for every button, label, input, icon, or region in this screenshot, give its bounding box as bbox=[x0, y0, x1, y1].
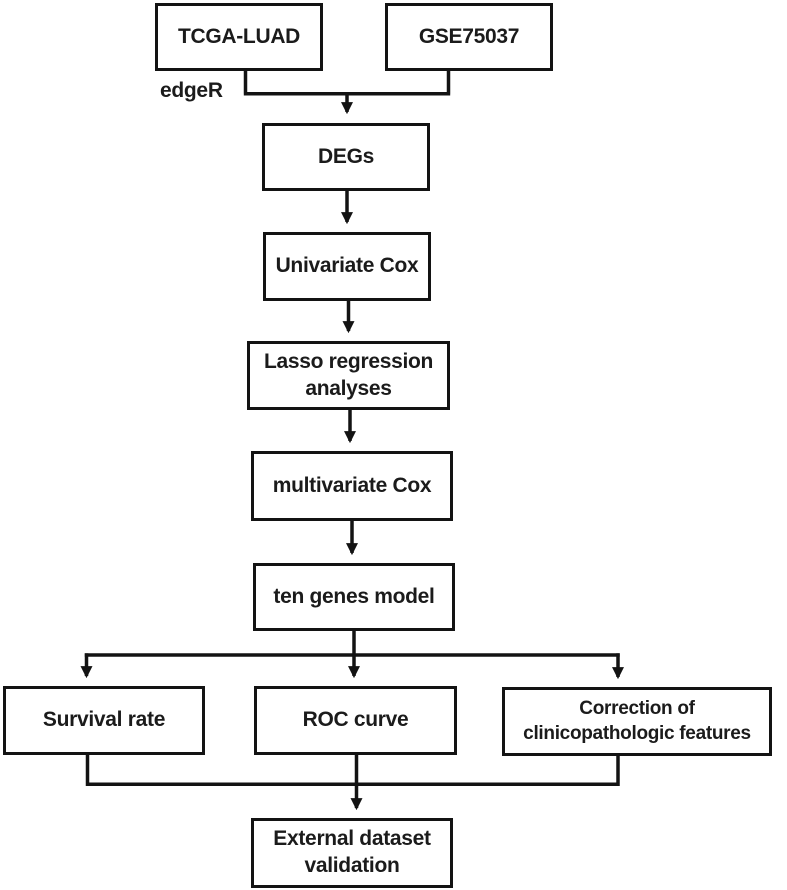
node-correction-clinicopathologic: Correction of clinicopathologic features bbox=[502, 687, 772, 756]
node-survival-rate: Survival rate bbox=[3, 686, 205, 755]
node-univariate-cox: Univariate Cox bbox=[263, 232, 431, 301]
node-tcga-luad: TCGA-LUAD bbox=[155, 3, 323, 71]
node-roc-curve: ROC curve bbox=[254, 686, 457, 755]
edge-collector bbox=[85, 755, 620, 786]
node-gse75037: GSE75037 bbox=[385, 3, 553, 71]
node-degs: DEGs bbox=[262, 123, 430, 191]
node-lasso-regression: Lasso regression analyses bbox=[247, 341, 450, 410]
edge-merge-top bbox=[243, 69, 451, 96]
node-multivariate-cox: multivariate Cox bbox=[251, 451, 453, 521]
node-external-validation: External dataset validation bbox=[251, 818, 453, 888]
edger-method-label: edgeR bbox=[160, 79, 223, 102]
node-ten-genes-model: ten genes model bbox=[253, 563, 455, 631]
